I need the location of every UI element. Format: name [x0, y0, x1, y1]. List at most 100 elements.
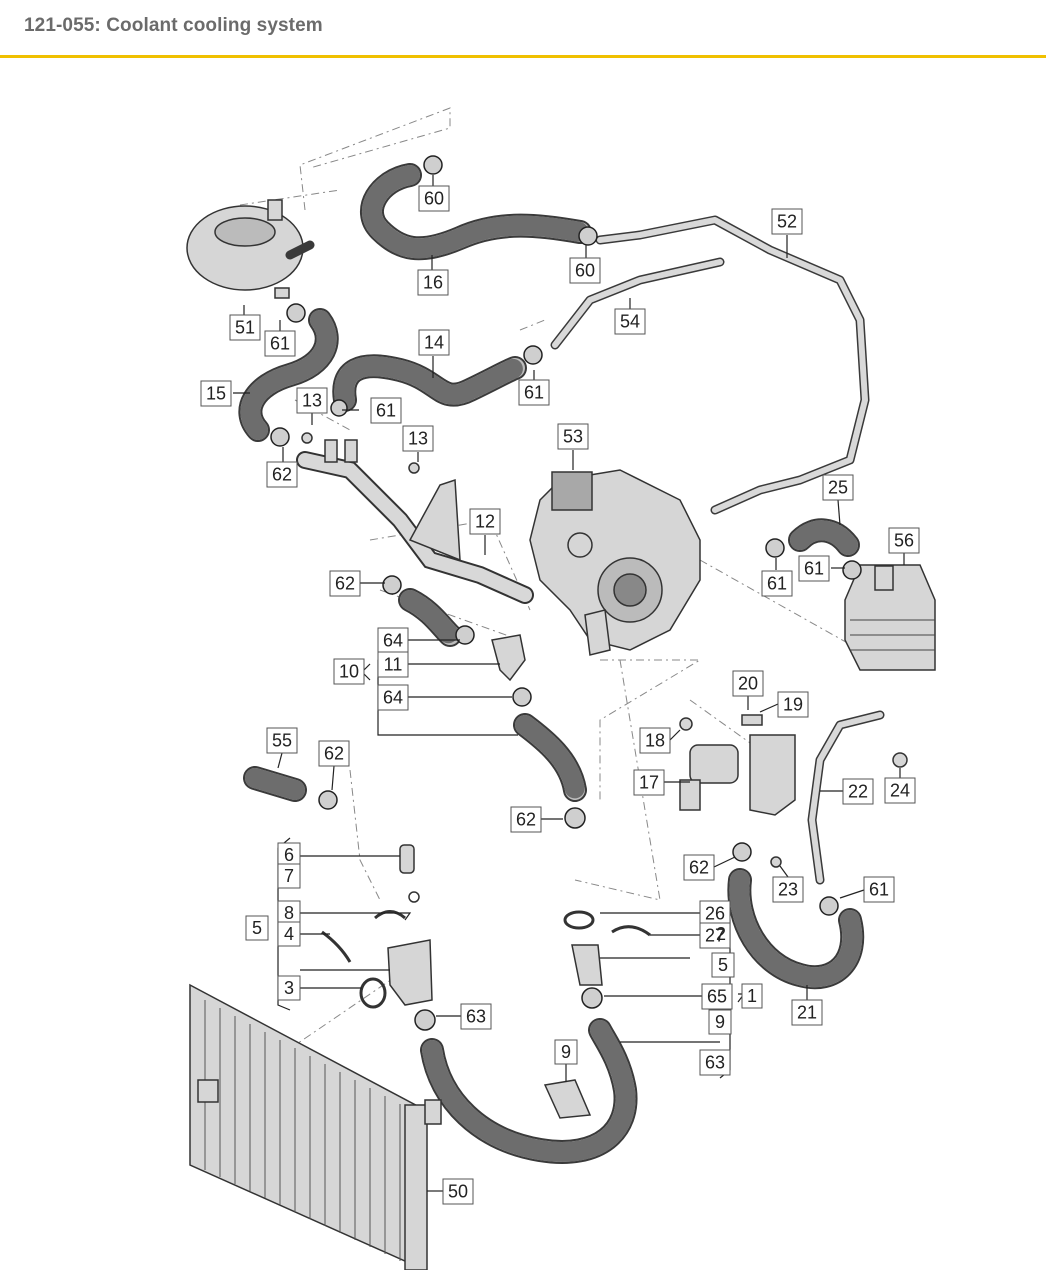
callout-7[interactable]: 7 [277, 863, 301, 889]
callout-4[interactable]: 4 [277, 921, 301, 947]
callout-22[interactable]: 22 [842, 778, 874, 805]
callout-53[interactable]: 53 [557, 423, 589, 450]
callout-60[interactable]: 60 [418, 185, 450, 212]
svg-text:65: 65 [707, 987, 727, 1007]
callout-64[interactable]: 64 [377, 627, 409, 654]
callout-1[interactable]: 1 [741, 983, 763, 1009]
svg-text:6: 6 [284, 845, 294, 865]
svg-text:2: 2 [716, 924, 726, 944]
leader-lines [233, 175, 905, 1192]
hose-14 [332, 354, 527, 412]
callout-labels: 60 52 60 16 51 61 54 14 61 15 13 61 13 5… [200, 185, 920, 1205]
svg-text:63: 63 [705, 1053, 725, 1073]
svg-text:4: 4 [284, 924, 294, 944]
svg-text:61: 61 [767, 574, 787, 594]
callout-17[interactable]: 17 [633, 769, 665, 796]
callout-5[interactable]: 5 [245, 915, 269, 941]
hose-15 [238, 308, 339, 442]
callout-63[interactable]: 63 [460, 1003, 492, 1030]
callout-62[interactable]: 62 [329, 570, 361, 597]
callout-27[interactable]: 27 [699, 922, 731, 949]
svg-text:11: 11 [384, 655, 403, 675]
callout-52[interactable]: 52 [771, 208, 803, 235]
callout-62[interactable]: 62 [266, 461, 298, 488]
svg-text:12: 12 [475, 512, 495, 532]
hose-21 [727, 868, 865, 990]
svg-text:17: 17 [639, 773, 659, 793]
callout-8[interactable]: 8 [277, 900, 301, 926]
callout-13[interactable]: 13 [296, 387, 328, 414]
callout-61[interactable]: 61 [518, 379, 550, 406]
svg-text:5: 5 [718, 955, 728, 975]
callout-12[interactable]: 12 [469, 508, 501, 535]
callout-18[interactable]: 18 [639, 727, 671, 754]
callout-50[interactable]: 50 [442, 1178, 474, 1205]
callout-60[interactable]: 60 [569, 257, 601, 284]
callout-5[interactable]: 5 [711, 952, 735, 978]
svg-text:20: 20 [738, 674, 758, 694]
svg-text:55: 55 [272, 731, 292, 751]
callout-16[interactable]: 16 [417, 269, 449, 296]
callout-26[interactable]: 26 [699, 900, 731, 927]
callout-54[interactable]: 54 [614, 308, 646, 335]
connector-group-left [321, 844, 433, 1009]
callout-15[interactable]: 15 [200, 380, 232, 407]
hose-clamps [270, 155, 862, 1031]
callout-2[interactable]: 2 [716, 924, 726, 944]
callout-65[interactable]: 65 [701, 983, 733, 1010]
callout-19[interactable]: 19 [777, 691, 809, 718]
callout-61[interactable]: 61 [370, 397, 402, 424]
svg-text:24: 24 [890, 781, 910, 801]
callout-13[interactable]: 13 [402, 425, 434, 452]
svg-text:64: 64 [383, 688, 403, 708]
svg-text:50: 50 [448, 1182, 468, 1202]
svg-text:53: 53 [563, 427, 583, 447]
page-title: 121-055: Coolant cooling system [24, 15, 323, 36]
callout-10[interactable]: 10 [333, 658, 365, 685]
callout-25[interactable]: 25 [822, 474, 854, 501]
callout-20[interactable]: 20 [732, 670, 764, 697]
callout-55[interactable]: 55 [266, 727, 298, 754]
hose-55 [243, 766, 307, 802]
svg-text:63: 63 [466, 1007, 486, 1027]
svg-text:61: 61 [804, 559, 824, 579]
callout-23[interactable]: 23 [772, 876, 804, 903]
svg-text:51: 51 [235, 318, 255, 338]
oil-cooler [844, 564, 936, 671]
callout-3[interactable]: 3 [277, 975, 301, 1001]
svg-text:3: 3 [284, 978, 294, 998]
hose-25 [788, 518, 860, 557]
coolant-system-diagram: 60 52 60 16 51 61 54 14 61 15 13 61 13 5… [186, 107, 936, 1270]
callout-51[interactable]: 51 [229, 314, 261, 341]
callout-64[interactable]: 64 [377, 684, 409, 711]
hose-16 [360, 163, 592, 261]
callout-14[interactable]: 14 [418, 329, 450, 356]
svg-text:61: 61 [524, 383, 544, 403]
page-header: 121-055: Coolant cooling system [0, 0, 1046, 58]
svg-text:62: 62 [324, 744, 344, 764]
svg-text:60: 60 [424, 189, 444, 209]
callout-56[interactable]: 56 [888, 527, 920, 554]
svg-text:60: 60 [575, 261, 595, 281]
callout-61[interactable]: 61 [798, 555, 830, 582]
lower-hose-63 [420, 1018, 638, 1164]
svg-text:26: 26 [705, 904, 725, 924]
callout-6[interactable]: 6 [277, 842, 301, 868]
callout-61[interactable]: 61 [863, 876, 895, 903]
callout-11[interactable]: 11 [377, 651, 409, 678]
svg-text:19: 19 [783, 695, 803, 715]
svg-text:9: 9 [715, 1012, 725, 1032]
callout-62[interactable]: 62 [510, 806, 542, 833]
callout-21[interactable]: 21 [791, 999, 823, 1026]
callout-63[interactable]: 63 [699, 1049, 731, 1076]
svg-text:27: 27 [705, 926, 725, 946]
callout-9[interactable]: 9 [708, 1009, 732, 1035]
callout-24[interactable]: 24 [884, 777, 916, 804]
callout-62[interactable]: 62 [318, 740, 350, 767]
callout-9[interactable]: 9 [554, 1039, 578, 1065]
svg-text:13: 13 [408, 429, 428, 449]
svg-text:14: 14 [424, 333, 444, 353]
callout-61[interactable]: 61 [264, 330, 296, 357]
callout-62[interactable]: 62 [683, 854, 715, 881]
callout-61[interactable]: 61 [761, 570, 793, 597]
